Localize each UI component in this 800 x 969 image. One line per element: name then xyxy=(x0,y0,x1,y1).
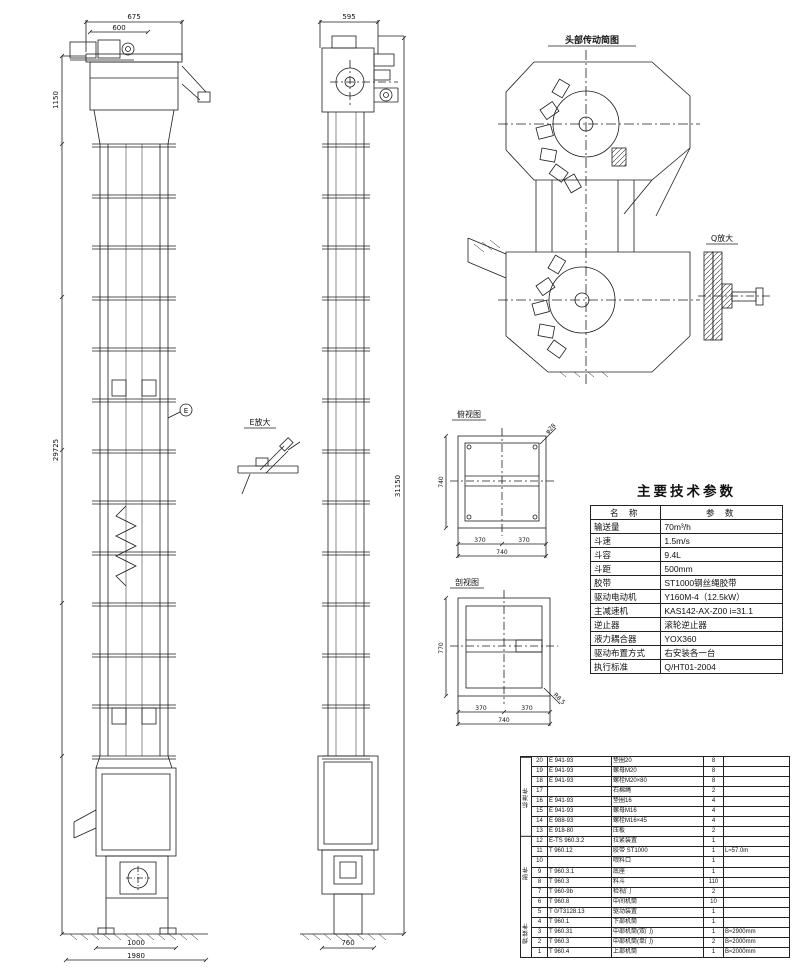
side-dim-bottom: 760 xyxy=(341,939,354,947)
side-dim-right: 31150 xyxy=(394,475,402,497)
tech-params-title: 主要技术参数 xyxy=(637,484,736,499)
parts-group-label: 标准件 xyxy=(521,757,531,836)
section2-callout: R8.5 xyxy=(552,692,567,707)
front-view xyxy=(59,19,211,963)
front-dim-top2: 600 xyxy=(112,24,125,32)
section2-label: 剖视图 xyxy=(455,577,479,587)
front-dim-bottom2: 1980 xyxy=(127,952,145,960)
section-view-2 xyxy=(443,587,561,727)
section2-dim-a: 370 xyxy=(475,705,487,712)
section1-dim-left: 740 xyxy=(438,476,445,488)
params-header-row: 名 称 参 数 xyxy=(589,505,783,520)
side-view xyxy=(300,19,407,951)
section2-dim-total: 740 xyxy=(498,717,510,724)
params-header-value: 参 数 xyxy=(660,505,783,520)
front-detail-marker: E xyxy=(184,407,188,415)
param-row: 逆止器滚轮逆止器 xyxy=(589,617,783,632)
head-detail-view xyxy=(467,45,700,384)
section1-label: 俯视图 xyxy=(457,409,481,419)
front-dim-bottom: 1000 xyxy=(127,939,145,947)
e-detail-view xyxy=(237,427,301,495)
param-row: 驱动布置方式右安装各一台 xyxy=(589,645,783,660)
section1-dim-total: 740 xyxy=(496,549,508,556)
head-detail-title: 头部传动简图 xyxy=(565,34,619,46)
q-detail-view xyxy=(698,243,770,341)
section2-dim-left: 770 xyxy=(438,642,445,654)
section1-callout: φ28 xyxy=(544,422,557,435)
section-view-1 xyxy=(443,419,557,559)
front-dim-top: 675 xyxy=(127,13,140,21)
front-dim-left2: 1150 xyxy=(52,91,60,109)
section1-dim-a: 370 xyxy=(474,537,486,544)
side-dim-top: 595 xyxy=(342,13,355,21)
params-header-name: 名 称 xyxy=(589,505,662,520)
parts-group-label: 部件 xyxy=(521,835,531,908)
parts-group-column: 标准件部件焊接件 xyxy=(520,756,531,958)
section2-dim-b: 370 xyxy=(521,705,533,712)
e-detail-label: E放大 xyxy=(249,417,270,427)
section1-dim-b: 370 xyxy=(518,537,530,544)
front-dim-left: 29725 xyxy=(52,439,60,461)
q-detail-label: Q放大 xyxy=(711,233,733,243)
parts-group-label: 焊接件 xyxy=(523,921,530,943)
